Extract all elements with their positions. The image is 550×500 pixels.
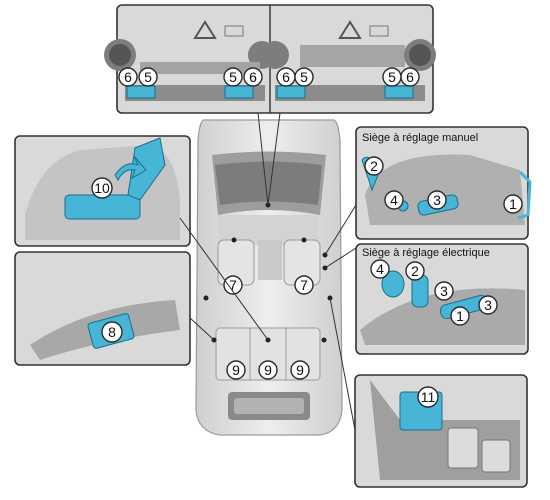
svg-text:6: 6 (124, 69, 132, 85)
callout-7: 7 (223, 275, 243, 295)
svg-text:8: 8 (108, 324, 116, 340)
callout-5: 5 (294, 67, 314, 87)
callout-11: 11 (417, 386, 439, 408)
callout-6: 6 (400, 67, 420, 87)
svg-text:10: 10 (94, 180, 110, 196)
svg-text:6: 6 (282, 69, 290, 85)
callout-4: 4 (370, 259, 390, 279)
callout-9: 9 (226, 360, 246, 380)
callout-6: 6 (243, 67, 263, 87)
callout-7: 7 (294, 275, 314, 295)
leader-lines (179, 112, 357, 431)
callout-9: 9 (258, 360, 278, 380)
callout-1: 1 (503, 194, 523, 214)
fold-arrow-icon (114, 155, 147, 182)
armrest-panel: 10 (14, 135, 191, 247)
hazard-icon (193, 20, 217, 39)
callout-1: 1 (450, 306, 470, 326)
svg-text:1: 1 (456, 308, 464, 324)
door-panel: 11 (354, 374, 528, 488)
callout-3: 3 (427, 190, 447, 210)
callout-2: 2 (405, 261, 425, 281)
svg-text:1: 1 (509, 196, 517, 212)
svg-text:4: 4 (390, 192, 398, 208)
svg-text:5: 5 (300, 69, 308, 85)
manual-seat-title: Siège à réglage manuel (362, 132, 478, 144)
callout-3: 3 (478, 295, 498, 315)
callout-6: 6 (276, 67, 296, 87)
svg-text:6: 6 (249, 69, 257, 85)
callout-5: 5 (138, 67, 158, 87)
callout-8: 8 (101, 321, 123, 343)
callout-4: 4 (384, 190, 404, 210)
svg-text:9: 9 (232, 362, 240, 378)
svg-text:2: 2 (370, 158, 378, 174)
svg-text:3: 3 (433, 192, 441, 208)
svg-text:9: 9 (296, 362, 304, 378)
svg-text:4: 4 (376, 261, 384, 277)
hazard-icon (338, 20, 362, 39)
svg-text:5: 5 (229, 69, 237, 85)
callout-6: 6 (118, 67, 138, 87)
svg-text:5: 5 (388, 69, 396, 85)
svg-text:11: 11 (421, 389, 436, 405)
svg-text:3: 3 (484, 297, 492, 313)
callout-9: 9 (290, 360, 310, 380)
manual-seat-panel: Siège à réglage manuel 2 4 3 1 (355, 126, 532, 240)
svg-text:2: 2 (411, 263, 419, 279)
callout-5: 5 (382, 67, 402, 87)
svg-text:7: 7 (300, 277, 308, 293)
console-panel: 6 5 5 6 6 5 5 6 (104, 4, 436, 114)
car-top-view: 7 7 9 9 9 (195, 119, 343, 436)
electric-seat-title: Siège à réglage électrique (362, 247, 490, 259)
seat-side-panel: 8 (14, 251, 191, 366)
callout-10: 10 (91, 177, 113, 199)
svg-text:6: 6 (406, 69, 414, 85)
svg-text:5: 5 (144, 69, 152, 85)
callout-5: 5 (223, 67, 243, 87)
electric-seat-panel: Siège à réglage électrique 4 2 3 3 1 (355, 243, 529, 355)
svg-text:7: 7 (229, 277, 237, 293)
callout-3: 3 (434, 281, 454, 301)
svg-text:3: 3 (440, 283, 448, 299)
callout-2: 2 (364, 156, 384, 176)
svg-text:9: 9 (264, 362, 272, 378)
